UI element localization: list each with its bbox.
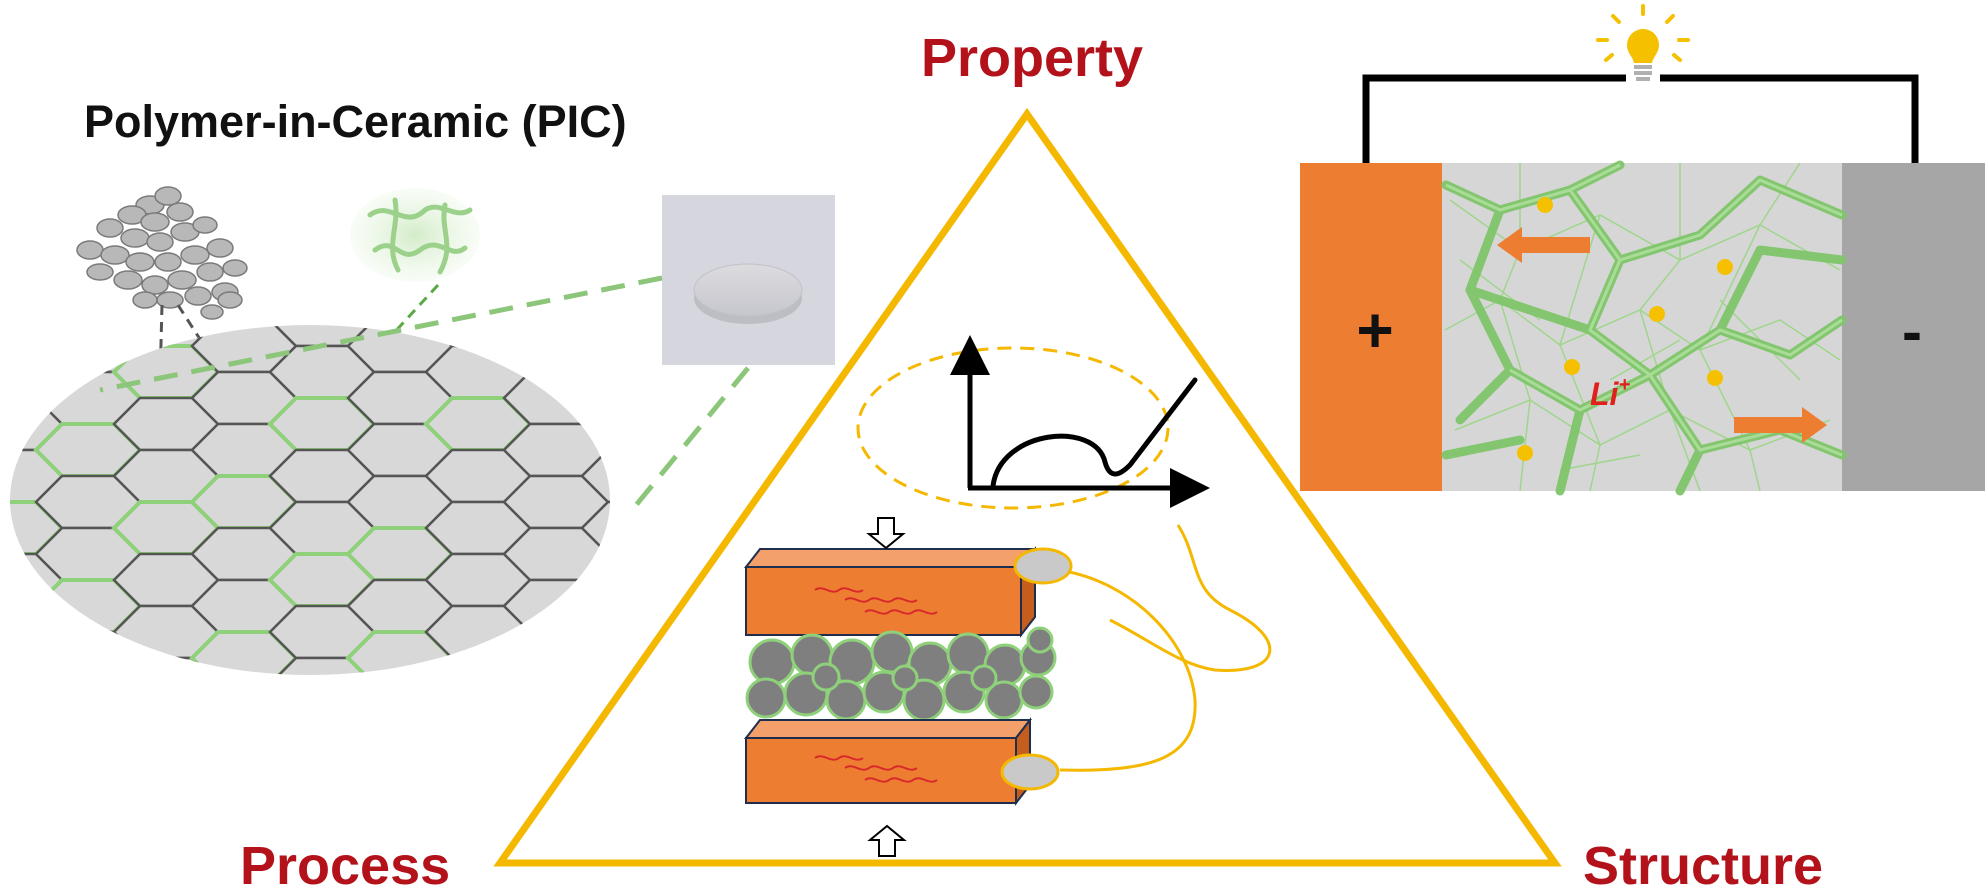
ceramic-grain-hexagon	[36, 788, 140, 840]
ceramic-grain-hexagon	[114, 710, 218, 762]
ceramic-grain-hexagon	[348, 684, 452, 736]
sandwich-cell	[743, 517, 1073, 857]
ceramic-grain-hexagon	[582, 710, 686, 762]
ceramic-grain-hexagon	[192, 684, 296, 736]
label-structure: Structure	[1583, 836, 1823, 886]
ceramic-grain-hexagon	[580, 396, 610, 452]
zoom-dashed-lines	[99, 275, 750, 517]
ceramic-grain-hexagon	[192, 788, 296, 840]
ceramic-grain-hexagon	[270, 762, 374, 814]
ceramic-grain-hexagon	[268, 656, 376, 675]
nyquist-curve	[990, 377, 1198, 489]
li-ion-label: Li+	[1590, 374, 1630, 412]
label-property: Property	[921, 28, 1143, 88]
electrode-connector-line	[1057, 568, 1197, 772]
ceramic-grain-hexagon	[0, 762, 62, 814]
ceramic-grain-hexagon	[424, 325, 532, 348]
ceramic-particles-cluster	[76, 186, 248, 320]
ceramic-grain-hexagon	[114, 762, 218, 814]
lithium-ions	[1517, 197, 1733, 461]
ceramic-grain-hexagon	[348, 788, 452, 840]
arrow-up-outline-icon	[867, 824, 907, 857]
ceramic-grain-hexagon	[580, 604, 610, 660]
ceramic-grain-hexagon	[424, 656, 532, 675]
label-process: Process	[240, 836, 450, 886]
ceramic-grain-hexagon	[10, 344, 64, 400]
positive-electrode	[1300, 163, 1442, 491]
ion-flow-arrow-right	[1734, 407, 1827, 443]
minus-sign: -	[1902, 298, 1922, 365]
ceramic-grain-hexagon	[270, 710, 374, 762]
ceramic-grain-hexagon	[660, 632, 764, 684]
pellet-photo	[662, 195, 835, 365]
light-bulb-icon	[1596, 4, 1690, 86]
polymer-chain-blob	[350, 188, 480, 282]
ceramic-grain-hexagon	[36, 736, 140, 788]
ceramic-grain-hexagon	[348, 736, 452, 788]
ceramic-grain-hexagon	[426, 762, 530, 814]
ceramic-grain-hexagon	[660, 372, 764, 424]
ceramic-grain-hexagon	[10, 604, 64, 660]
ceramic-grain-hexagon	[580, 656, 610, 675]
arrow-down-outline-icon	[866, 517, 906, 550]
ceramic-grain-hexagon	[112, 656, 220, 675]
ceramic-grain-hexagon	[426, 710, 530, 762]
plus-sign: +	[1356, 294, 1393, 366]
pic-title: Polymer-in-Ceramic (PIC)	[84, 96, 627, 147]
ceramic-grain-hexagon	[10, 325, 64, 348]
impedance-plot-inset	[856, 335, 1210, 510]
top-electrode-slab	[743, 546, 1073, 638]
ceramic-grain-hexagon	[660, 476, 764, 528]
ceramic-grain-hexagon	[582, 762, 686, 814]
ceramic-grain-hexagon	[504, 268, 608, 320]
ceramic-grain-hexagon	[192, 736, 296, 788]
ceramic-grain-hexagon	[34, 630, 142, 675]
bottom-electrode-slab	[743, 717, 1060, 806]
process-structure-property-triangle	[493, 107, 1562, 867]
ion-flow-arrow-left	[1497, 227, 1590, 263]
ceramic-grain-hexagon	[0, 710, 62, 762]
ceramic-grain-hexagon	[36, 684, 140, 736]
ceramic-grain-hexagon	[10, 656, 64, 675]
polymer-channel-highlights	[1445, 163, 1843, 457]
ceramic-grain-hexagon	[0, 242, 62, 294]
battery-circuit: + -	[1300, 4, 1985, 496]
ceramic-grain-hexagon	[502, 325, 610, 374]
plot-connector-line	[1109, 524, 1272, 672]
ceramic-grain-hexagon	[502, 630, 610, 675]
negative-electrode	[1842, 163, 1985, 491]
ceramic-grain-hexagon	[660, 424, 764, 476]
ceramic-particle-layer	[745, 626, 1057, 722]
ceramic-grain-hexagon	[580, 552, 610, 608]
